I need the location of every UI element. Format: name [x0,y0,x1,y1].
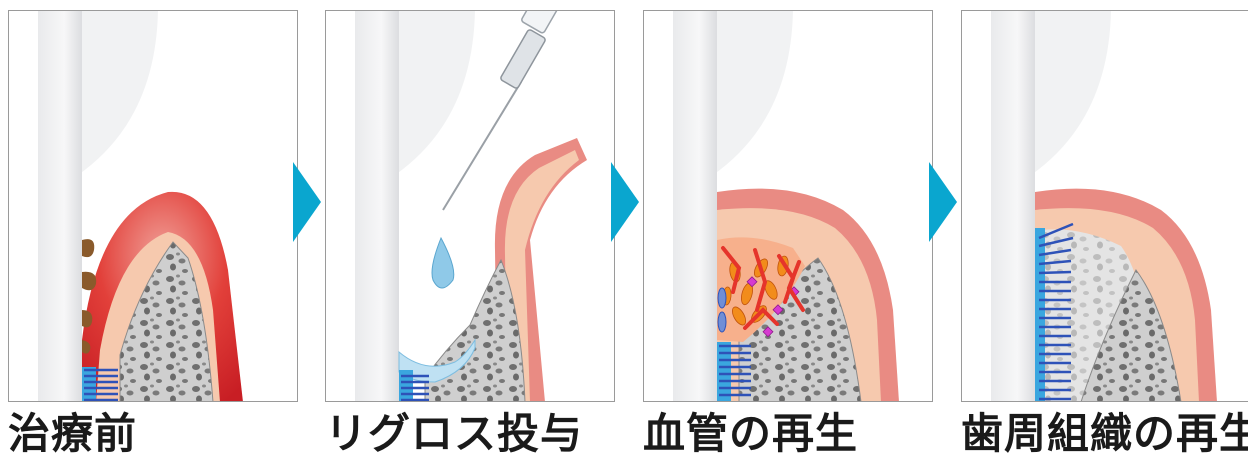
tooth-root [673,10,717,402]
panel-before-treatment [8,10,298,402]
vessel-regeneration-illustration [643,10,933,402]
cementum-strip [717,342,731,402]
tooth-root [38,10,82,402]
next-step-arrow-icon [925,162,959,242]
step-caption-vessel-regeneration: 血管の再生 [643,405,858,463]
before-treatment-illustration [8,10,298,402]
panel-vessel-regeneration [643,10,933,402]
tooth-root [355,10,399,402]
next-step-arrow-icon [607,162,641,242]
step-caption-drug-administration: リグロス投与 [325,405,583,463]
cementum-strip [82,367,96,402]
step-caption-periodontal-regeneration: 歯周組織の再生 [961,405,1248,463]
step-caption-before-treatment: 治療前 [8,405,137,463]
panel-drug-administration [325,10,615,402]
panel-periodontal-regeneration [961,10,1248,402]
periodontal-regeneration-illustration [961,10,1248,402]
tooth-root [991,10,1035,402]
drug-administration-illustration [325,10,615,402]
next-step-arrow-icon [289,162,323,242]
